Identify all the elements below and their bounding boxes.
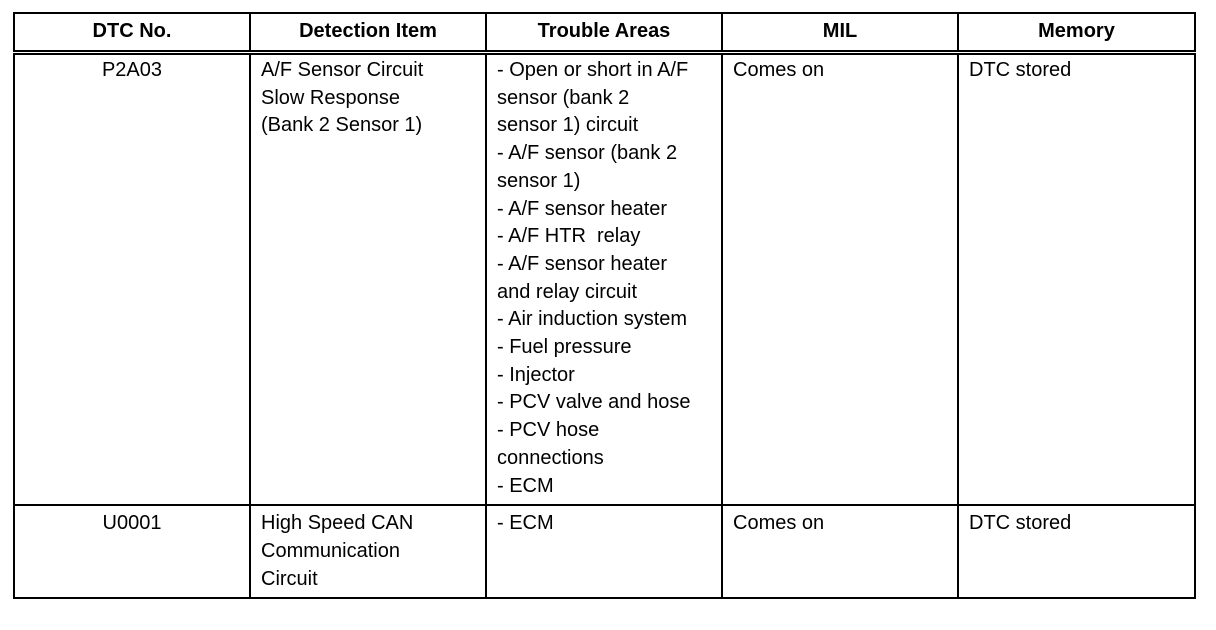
table-row: P2A03 A/F Sensor Circuit Slow Response (… — [13, 51, 1196, 507]
cell-trouble-areas: - Open or short in A/F sensor (bank 2 se… — [485, 51, 723, 507]
detection-item-line: A/F Sensor Circuit — [261, 59, 424, 81]
detection-item-line: (Bank 2 Sensor 1) — [261, 114, 423, 137]
trouble-area-line: sensor 1) — [497, 169, 581, 192]
trouble-area-line: - A/F sensor heater — [497, 252, 668, 275]
trouble-area-line: - PCV valve and hose — [497, 391, 691, 414]
cell-memory: DTC stored — [957, 504, 1196, 600]
cell-detection-item: A/F Sensor Circuit Slow Response (Bank 2… — [249, 51, 487, 507]
cell-dtc-no: P2A03 — [13, 51, 251, 507]
trouble-area-line: - ECM — [497, 512, 554, 535]
cell-mil: Comes on — [721, 504, 959, 600]
header-trouble-areas: Trouble Areas — [485, 12, 723, 55]
trouble-area-line: - Air induction system — [497, 308, 688, 331]
detection-item-line: High Speed CAN — [261, 512, 414, 535]
trouble-area-line: sensor (bank 2 — [497, 86, 630, 109]
trouble-area-line: and relay circuit — [497, 280, 638, 303]
trouble-area-line: sensor 1) circuit — [497, 114, 639, 137]
trouble-area-line: - Open or short in A/F — [497, 59, 689, 81]
header-mil: MIL — [721, 12, 959, 55]
trouble-area-line: - ECM — [497, 474, 554, 497]
cell-detection-item: High Speed CAN Communication Circuit — [249, 504, 487, 600]
dtc-table-container: DTC No. Detection Item Trouble Areas MIL… — [13, 12, 1196, 600]
trouble-area-line: connections — [497, 446, 604, 469]
header-detection-item: Detection Item — [249, 12, 487, 55]
detection-item-line: Communication — [261, 539, 400, 562]
header-dtc-no: DTC No. — [13, 12, 251, 55]
trouble-area-line: - Injector — [497, 363, 575, 386]
trouble-area-line: - A/F HTR relay — [497, 225, 641, 248]
trouble-area-line: - PCV hose — [497, 419, 600, 442]
detection-item-line: Circuit — [261, 567, 318, 590]
trouble-area-line: - A/F sensor heater — [497, 197, 668, 220]
detection-item-line: Slow Response — [261, 86, 400, 109]
cell-memory: DTC stored — [957, 51, 1196, 507]
trouble-area-line: - Fuel pressure — [497, 336, 632, 359]
dtc-table: DTC No. Detection Item Trouble Areas MIL… — [13, 12, 1196, 600]
table-row: U0001 High Speed CAN Communication Circu… — [13, 504, 1196, 600]
cell-mil: Comes on — [721, 51, 959, 507]
trouble-area-line: - A/F sensor (bank 2 — [497, 142, 678, 165]
header-memory: Memory — [957, 12, 1196, 55]
cell-dtc-no: U0001 — [13, 504, 251, 600]
cell-trouble-areas: - ECM — [485, 504, 723, 600]
table-header-row: DTC No. Detection Item Trouble Areas MIL… — [13, 12, 1196, 55]
